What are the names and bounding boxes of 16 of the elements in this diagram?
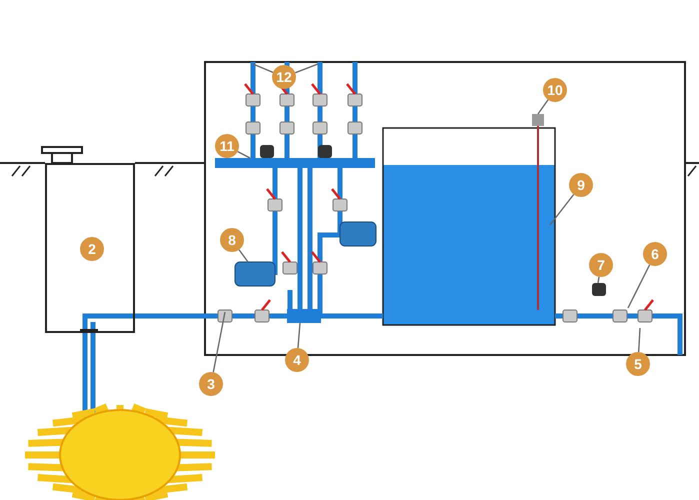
leader-line [294, 63, 318, 74]
leader-line [627, 264, 650, 308]
leader-line [237, 150, 250, 159]
callout-number: 5 [626, 352, 650, 376]
callout-number: 3 [199, 372, 223, 396]
leader-line [252, 63, 274, 73]
leader-line [297, 322, 301, 348]
well-shaft [45, 163, 135, 333]
leader-line [238, 249, 249, 262]
leader-line [212, 312, 226, 372]
leader-line [549, 194, 574, 226]
leader-line [638, 328, 641, 352]
callout-number: 2 [80, 237, 104, 261]
leader-line [597, 276, 600, 284]
leader-line [537, 99, 549, 114]
callout-number: 4 [285, 348, 309, 372]
